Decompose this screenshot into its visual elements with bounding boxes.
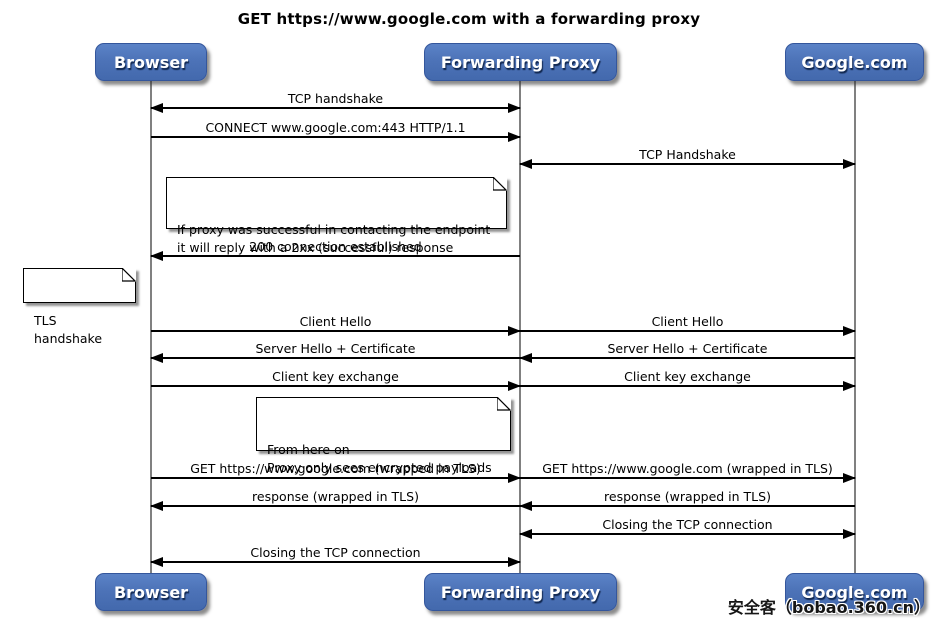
arrowhead-left-icon	[150, 501, 163, 511]
note-fold-icon	[122, 268, 136, 282]
message-label: CONNECT www.google.com:443 HTTP/1.1	[205, 120, 466, 135]
message-label: GET https://www.google.com (wrapped in T…	[542, 461, 833, 476]
message-get-proxy-google: GET https://www.google.com (wrapped in T…	[520, 460, 856, 483]
arrow-line	[519, 501, 855, 511]
message-response-proxy-browser: response (wrapped in TLS)	[150, 488, 520, 511]
arrowhead-right-icon	[508, 132, 521, 142]
actor-google-top: Google.com	[785, 43, 924, 81]
actor-label: Google.com	[801, 582, 908, 602]
note-text: From here on Proxy only sees encrypted p…	[267, 442, 492, 475]
note-tls-handshake: TLS handshake	[23, 268, 136, 346]
message-tcp-handshake-proxy-google: TCP Handshake	[519, 146, 856, 169]
message-key-exchange-browser-proxy: Client key exchange	[151, 368, 521, 391]
arrowhead-right-icon	[508, 326, 521, 336]
arrowhead-left-icon	[150, 103, 163, 113]
message-label: Closing the TCP connection	[602, 517, 773, 532]
note-fold-icon	[497, 397, 511, 411]
message-client-hello-browser-proxy: Client Hello	[151, 313, 521, 336]
actor-browser-bottom: Browser	[95, 573, 207, 611]
arrow-line	[520, 326, 856, 336]
arrow-line	[151, 473, 521, 483]
actor-label: Google.com	[801, 52, 908, 72]
arrowhead-right-icon	[843, 326, 856, 336]
message-get-browser-proxy: GET https://www.google.com (wrapped in T…	[151, 460, 521, 483]
message-key-exchange-proxy-google: Client key exchange	[520, 368, 856, 391]
arrow-line	[520, 381, 856, 391]
arrow-line	[520, 473, 856, 483]
message-server-hello-proxy-browser: Server Hello + Certificate	[150, 340, 520, 363]
arrowhead-right-icon	[508, 557, 521, 567]
message-response-google-proxy: response (wrapped in TLS)	[519, 488, 855, 511]
message-client-hello-proxy-google: Client Hello	[520, 313, 856, 336]
arrow-line	[151, 381, 521, 391]
message-label: response (wrapped in TLS)	[604, 489, 771, 504]
message-label: Client key exchange	[272, 369, 399, 384]
arrow-line	[150, 103, 521, 113]
message-label: 200 connection established	[249, 239, 422, 254]
note-from-here-on: From here on Proxy only sees encrypted p…	[256, 397, 511, 475]
arrow-line	[519, 529, 856, 539]
arrowhead-right-icon	[843, 159, 856, 169]
actor-browser-top: Browser	[95, 43, 207, 81]
arrowhead-right-icon	[843, 529, 856, 539]
message-label: GET https://www.google.com (wrapped in T…	[190, 461, 481, 476]
arrowhead-right-icon	[843, 473, 856, 483]
arrowhead-right-icon	[508, 381, 521, 391]
message-closing-browser-proxy: Closing the TCP connection	[150, 544, 521, 567]
arrow-line	[151, 326, 521, 336]
diagram-title: GET https://www.google.com with a forwar…	[237, 10, 701, 28]
message-label: Server Hello + Certificate	[255, 341, 416, 356]
arrow-line	[150, 251, 520, 261]
message-label: TCP Handshake	[639, 147, 736, 162]
actor-label: Forwarding Proxy	[440, 52, 601, 72]
arrowhead-left-icon	[150, 557, 163, 567]
actor-label: Forwarding Proxy	[440, 582, 601, 602]
arrow-line	[150, 557, 521, 567]
note-fold-icon	[493, 177, 507, 191]
message-server-hello-google-proxy: Server Hello + Certificate	[519, 340, 855, 363]
message-200-connection-established: 200 connection established	[150, 238, 520, 261]
message-label: Client Hello	[299, 314, 372, 329]
actor-google-bottom: Google.com	[785, 573, 924, 611]
arrowhead-right-icon	[508, 103, 521, 113]
arrowhead-left-icon	[519, 501, 532, 511]
arrow-line	[150, 501, 520, 511]
message-closing-proxy-google: Closing the TCP connection	[519, 516, 856, 539]
message-label: TCP handshake	[287, 91, 384, 106]
arrowhead-left-icon	[519, 159, 532, 169]
arrow-line	[519, 353, 855, 363]
arrow-line	[519, 159, 856, 169]
actor-forwarding-proxy-top: Forwarding Proxy	[424, 43, 617, 81]
note-proxy-success: If proxy was successful in contacting th…	[166, 177, 507, 255]
arrowhead-left-icon	[150, 353, 163, 363]
message-label: Server Hello + Certificate	[607, 341, 768, 356]
message-label: Closing the TCP connection	[250, 545, 421, 560]
message-connect: CONNECT www.google.com:443 HTTP/1.1	[151, 119, 521, 142]
message-label: Client Hello	[651, 314, 724, 329]
actor-forwarding-proxy-bottom: Forwarding Proxy	[424, 573, 617, 611]
lifeline-browser	[150, 81, 152, 574]
arrowhead-right-icon	[508, 473, 521, 483]
actor-label: Browser	[113, 582, 189, 602]
arrowhead-left-icon	[150, 251, 163, 261]
message-label: response (wrapped in TLS)	[252, 489, 419, 504]
note-text: If proxy was successful in contacting th…	[177, 222, 491, 255]
arrow-line	[150, 353, 520, 363]
arrowhead-left-icon	[519, 353, 532, 363]
arrowhead-right-icon	[843, 381, 856, 391]
actor-label: Browser	[113, 52, 189, 72]
note-text: TLS handshake	[34, 313, 103, 346]
message-label: Client key exchange	[624, 369, 751, 384]
arrowhead-left-icon	[519, 529, 532, 539]
message-tcp-handshake-browser-proxy: TCP handshake	[150, 90, 521, 113]
watermark: 安全客（bobao.360.cn）	[727, 598, 930, 617]
arrow-line	[151, 132, 521, 142]
